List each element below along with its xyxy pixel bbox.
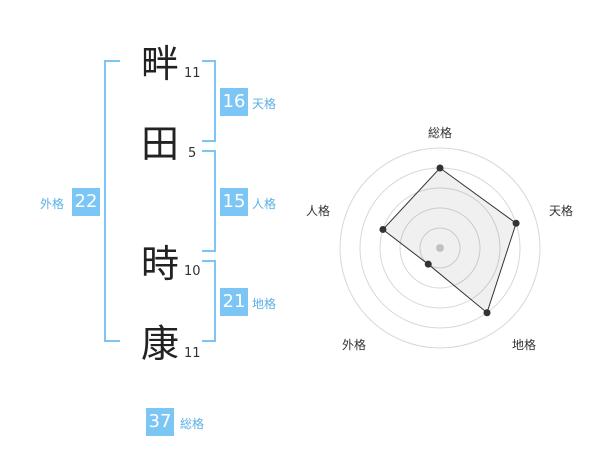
soukaku-label: 総格 [180,417,205,431]
name-char-3: 時 [140,242,179,286]
radar-axis-label-jinkaku: 人格 [306,204,331,218]
jinkaku-score: 15 [220,188,248,216]
gaikaku-label: 外格 [40,197,65,211]
stroke-count-1: 11 [184,66,201,81]
radar-point-2 [483,309,491,317]
stroke-count-4: 11 [184,346,201,361]
tenkaku-bracket [202,60,216,142]
jinkaku-label: 人格 [252,197,277,211]
soukaku-score: 37 [146,408,174,436]
radar-data-polygon [382,167,517,314]
radar-point-4 [379,225,387,233]
radar-point-3 [424,260,432,268]
jinkaku-bracket [202,150,216,252]
tenkaku-label: 天格 [252,97,277,111]
radar-grid-ring [399,207,481,289]
chikaku-label: 地格 [252,297,277,311]
radar-grid-ring [379,187,501,309]
stroke-count-2: 5 [188,146,197,161]
name-char-1: 畔 [140,42,179,86]
name-char-2: 田 [140,122,179,166]
gaikaku-score: 22 [72,188,100,216]
radar-grid-ring [339,147,541,349]
radar-axis-label-soukaku: 総格 [428,126,453,140]
name-char-4: 康 [140,322,179,366]
radar-axis-label-tenkaku: 天格 [549,204,574,218]
stroke-count-3: 10 [184,264,201,279]
radar-grid-ring [359,167,521,329]
chikaku-bracket [202,260,216,342]
radar-center-dot [436,244,444,252]
gaikaku-bracket [104,60,120,342]
radar-point-0 [436,164,444,172]
radar-axis-label-gaikaku: 外格 [342,338,367,352]
radar-grid-ring [419,227,461,269]
radar-axis-label-chikaku: 地格 [512,338,537,352]
tenkaku-score: 16 [220,88,248,116]
radar-point-1 [512,219,520,227]
chikaku-score: 21 [220,288,248,316]
